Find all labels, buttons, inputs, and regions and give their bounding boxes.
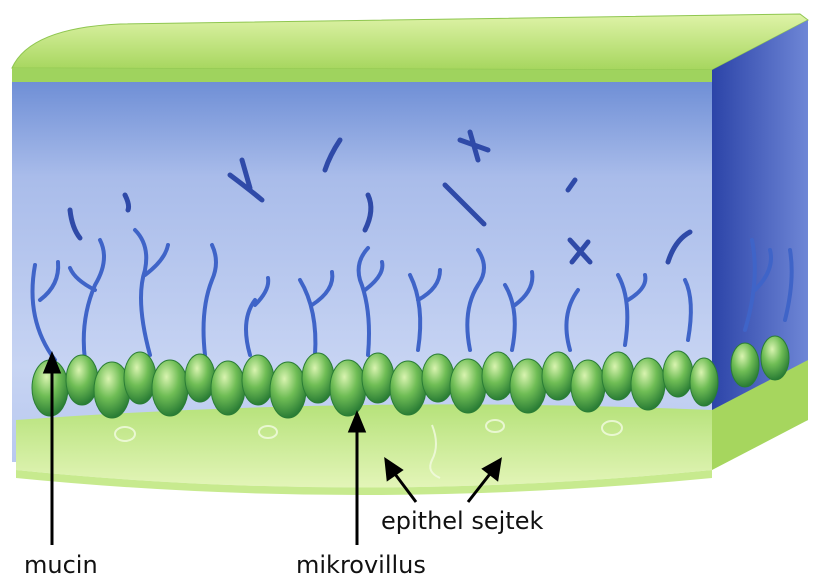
mucin-label: mucin bbox=[24, 551, 98, 579]
epithel-label: epithel sejtek bbox=[381, 507, 543, 535]
mikrovillus-label: mikrovillus bbox=[296, 551, 426, 579]
epithelium-base bbox=[16, 404, 712, 487]
top-mucus-surface bbox=[12, 14, 808, 70]
